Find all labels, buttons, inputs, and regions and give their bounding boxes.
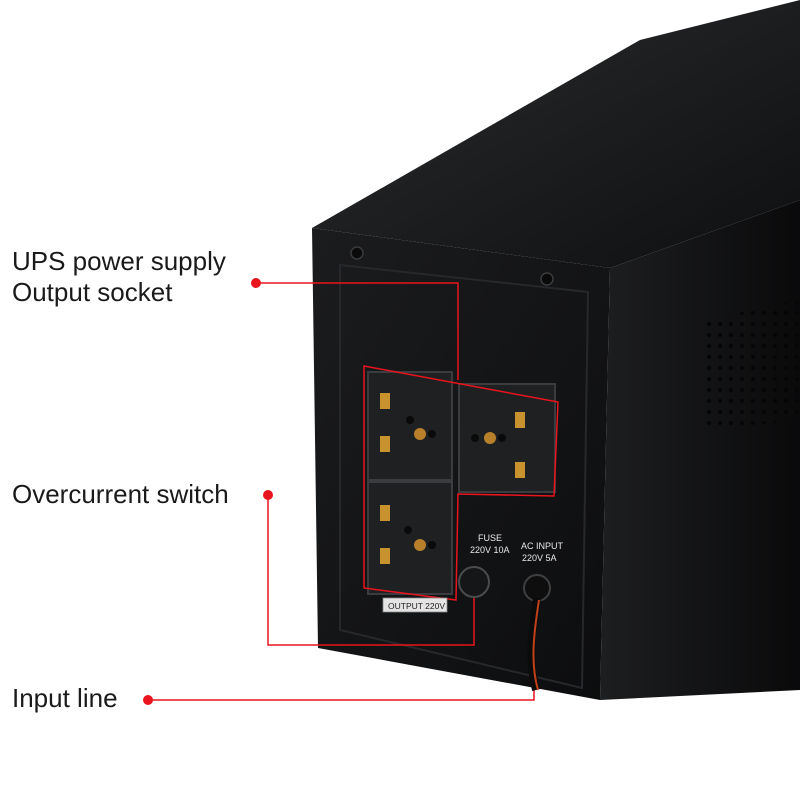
socket-highlight-box [363, 365, 559, 601]
callout-dot [143, 695, 153, 705]
output-plate [382, 597, 448, 613]
input-cable [527, 597, 541, 692]
overcurrent-callout: Overcurrent switch [12, 479, 229, 509]
panel-bevel [339, 263, 590, 690]
fuse-label: FUSE [478, 533, 502, 543]
ups-output-callout-line1: UPS power supply [12, 246, 226, 276]
fuse-knob [458, 566, 490, 598]
vent-grille [705, 300, 800, 430]
overcurrent-callout-line [267, 495, 475, 646]
casing-side [600, 200, 800, 700]
screw [540, 272, 554, 286]
callout-dot [251, 278, 261, 288]
callout-dot [263, 490, 273, 500]
ac-input-connector [523, 574, 551, 602]
output-socket [367, 371, 453, 481]
ups-output-callout-line2: Output socket [12, 277, 173, 307]
casing-top [312, 0, 800, 268]
ups-callout-line [256, 282, 459, 380]
fuse-rating: 220V 10A [470, 545, 510, 555]
input-line-callout: Input line [12, 683, 118, 713]
ac-input-rating: 220V 5A [522, 553, 557, 563]
output-socket [458, 383, 556, 493]
output-plate-text: OUTPUT 220V [388, 601, 445, 611]
output-socket [367, 481, 453, 595]
screw [350, 246, 364, 260]
ac-input-label: AC INPUT [521, 541, 564, 551]
